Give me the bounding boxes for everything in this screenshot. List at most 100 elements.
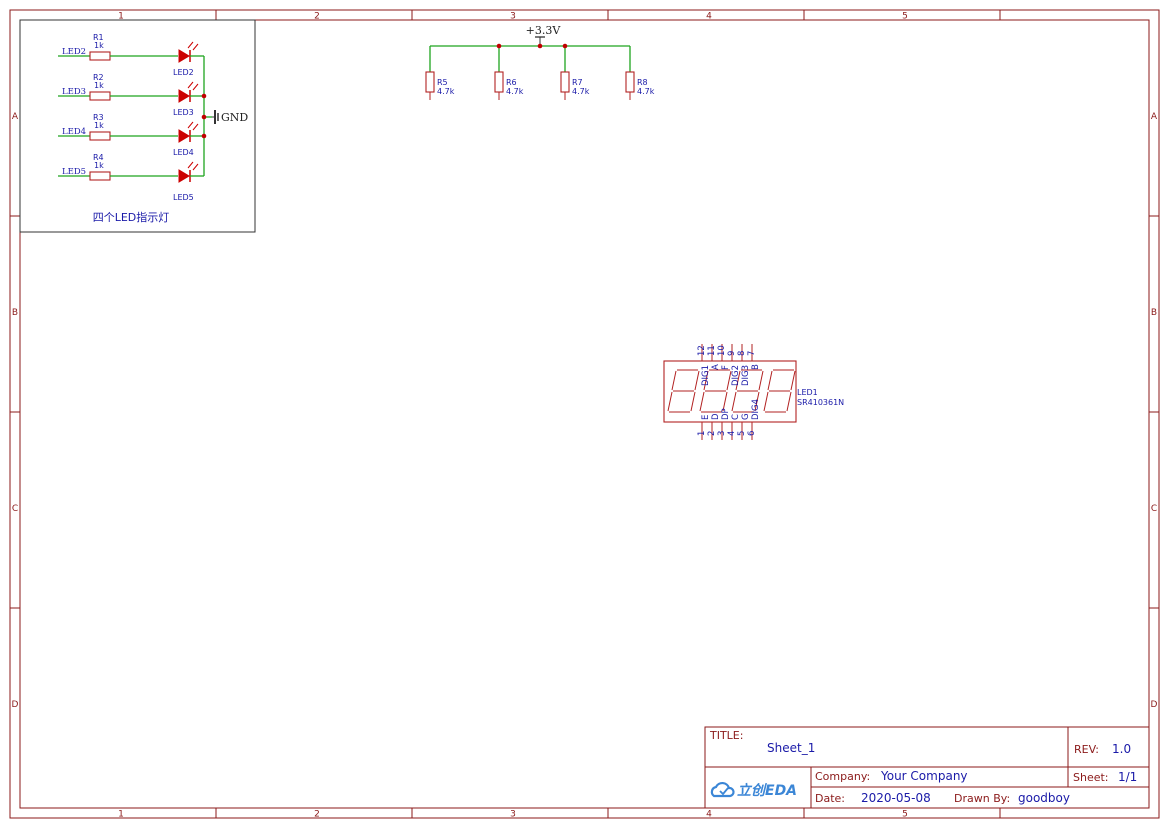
resistor[interactable] xyxy=(560,71,570,93)
light-arrows-icon xyxy=(187,81,199,91)
led-row-3[interactable]: LED4 R3 1k LED4 xyxy=(58,113,204,157)
resistor-value: 1k xyxy=(94,81,104,90)
resistor[interactable] xyxy=(89,91,111,101)
ruler-row-c-right: C xyxy=(1151,504,1157,514)
pin-name: C xyxy=(731,414,741,420)
ruler-row-b-right: B xyxy=(1151,308,1157,318)
pin-number: 5 xyxy=(737,431,747,436)
outer-frame xyxy=(9,9,1160,819)
gnd-symbol xyxy=(212,110,219,124)
led-triangle[interactable] xyxy=(178,49,190,63)
pin-name: E xyxy=(701,415,711,420)
date-key: Date: xyxy=(815,792,845,805)
junction-dot xyxy=(201,114,207,120)
resistor[interactable] xyxy=(89,171,111,181)
led-block-border xyxy=(19,19,256,233)
led-block-caption: 四个LED指示灯 xyxy=(93,210,170,224)
ruler-col-2-bottom: 2 xyxy=(314,810,320,820)
pin-number: 11 xyxy=(707,345,717,356)
pin-name: DIG4 xyxy=(751,399,761,420)
pin-number: 4 xyxy=(727,431,737,436)
gnd-label: GND xyxy=(221,111,248,124)
resistor[interactable] xyxy=(89,131,111,141)
led-ref: LED5 xyxy=(173,193,194,202)
sheet-key: Sheet: xyxy=(1073,771,1109,784)
pin-number: 8 xyxy=(737,351,747,356)
lceda-logo: 立创EDA xyxy=(710,781,797,799)
resistor[interactable] xyxy=(625,71,635,93)
pullup-r8[interactable]: R8 4.7k xyxy=(625,71,655,100)
pin-number: 7 xyxy=(747,351,757,356)
resistor[interactable] xyxy=(425,71,435,93)
led-ref: LED4 xyxy=(173,148,194,157)
ruler-row-d-right: D xyxy=(1151,700,1158,710)
ruler-col-2-top: 2 xyxy=(314,12,320,22)
rev-key: REV: xyxy=(1074,743,1099,756)
ruler-col-1-top: 1 xyxy=(118,12,124,22)
led-triangle[interactable] xyxy=(178,169,190,183)
resistor-value: 4.7k xyxy=(506,87,524,96)
resistor-ref: R2 xyxy=(93,73,104,82)
drawn-by-value: goodboy xyxy=(1018,791,1070,805)
resistor[interactable] xyxy=(89,51,111,61)
resistor-ref: R5 xyxy=(437,78,448,87)
pullup-r5[interactable]: R5 4.7k xyxy=(425,71,455,100)
pin-name: D xyxy=(711,413,721,420)
junction-dot xyxy=(496,43,502,49)
title-block: TITLE: Sheet_1 REV: 1.0 Company: Your Co… xyxy=(704,726,1150,809)
display-body[interactable] xyxy=(663,360,797,423)
pin-name: DIG2 xyxy=(731,365,741,386)
resistor-value: 4.7k xyxy=(637,87,655,96)
pin-number: 12 xyxy=(697,345,707,356)
pin-number: 2 xyxy=(707,431,717,436)
pin-number: 10 xyxy=(717,345,727,356)
ruler-col-5-top: 5 xyxy=(902,12,908,22)
drawn-by-key: Drawn By: xyxy=(954,792,1010,805)
ruler-row-a-left: A xyxy=(12,112,19,122)
ruler-row-b-left: B xyxy=(12,308,18,318)
top-pins xyxy=(701,344,753,361)
cloud-icon xyxy=(710,781,735,798)
title-key: TITLE: xyxy=(709,729,743,742)
supply-label: +3.3V xyxy=(526,24,562,37)
ruler-row-a-right: A xyxy=(1151,112,1158,122)
led-indicator-block[interactable]: GND LED2 R1 1k LED2 LED3 R2 1k xyxy=(19,19,256,233)
pullup-r6[interactable]: R6 4.7k xyxy=(494,71,524,100)
led-ref: LED2 xyxy=(173,68,194,77)
led-triangle[interactable] xyxy=(178,129,190,143)
pin-name: G xyxy=(741,413,751,420)
led-row-4[interactable]: LED5 R4 1k LED5 xyxy=(58,153,204,202)
ruler-col-4-bottom: 4 xyxy=(706,810,712,820)
pin-name: F xyxy=(721,365,731,370)
pin-number: 3 xyxy=(717,431,727,436)
pin-name: B xyxy=(751,364,761,370)
ruler-col-5-bottom: 5 xyxy=(902,810,908,820)
resistor-ref: R1 xyxy=(93,33,104,42)
led-triangle[interactable] xyxy=(178,89,190,103)
pullup-r7[interactable]: R7 4.7k xyxy=(560,71,590,100)
sheet-value: 1/1 xyxy=(1118,770,1137,784)
pin-name: DP xyxy=(721,408,731,420)
resistor-value: 4.7k xyxy=(572,87,590,96)
ruler-ticks xyxy=(10,10,1159,818)
junction-dot xyxy=(201,93,207,99)
logo-text: 立创EDA xyxy=(737,782,797,799)
display-part: SR410361N xyxy=(797,398,844,407)
led-row-2[interactable]: LED3 R2 1k LED3 xyxy=(58,73,204,117)
ruler-col-1-bottom: 1 xyxy=(118,810,124,820)
resistor-ref: R6 xyxy=(506,78,517,87)
pin-name: A xyxy=(711,364,721,370)
seven-segment-display[interactable]: 12 11 10 9 8 7 DIG1 A F DIG2 DIG3 B 1 2 … xyxy=(663,344,844,440)
resistor-ref: R4 xyxy=(93,153,104,162)
resistor-value: 1k xyxy=(94,41,104,50)
led-row-1[interactable]: LED2 R1 1k LED2 xyxy=(58,33,204,77)
company-value: Your Company xyxy=(880,769,968,783)
pullup-resistor-group[interactable]: +3.3V R5 4.7k R6 4.7k R7 4.7k xyxy=(425,24,655,100)
resistor-value: 4.7k xyxy=(437,87,455,96)
resistor-ref: R8 xyxy=(637,78,648,87)
pin-number: 1 xyxy=(697,431,707,436)
net-label: LED4 xyxy=(62,127,86,137)
resistor[interactable] xyxy=(494,71,504,93)
resistor-value: 1k xyxy=(94,161,104,170)
light-arrows-icon xyxy=(187,121,199,131)
